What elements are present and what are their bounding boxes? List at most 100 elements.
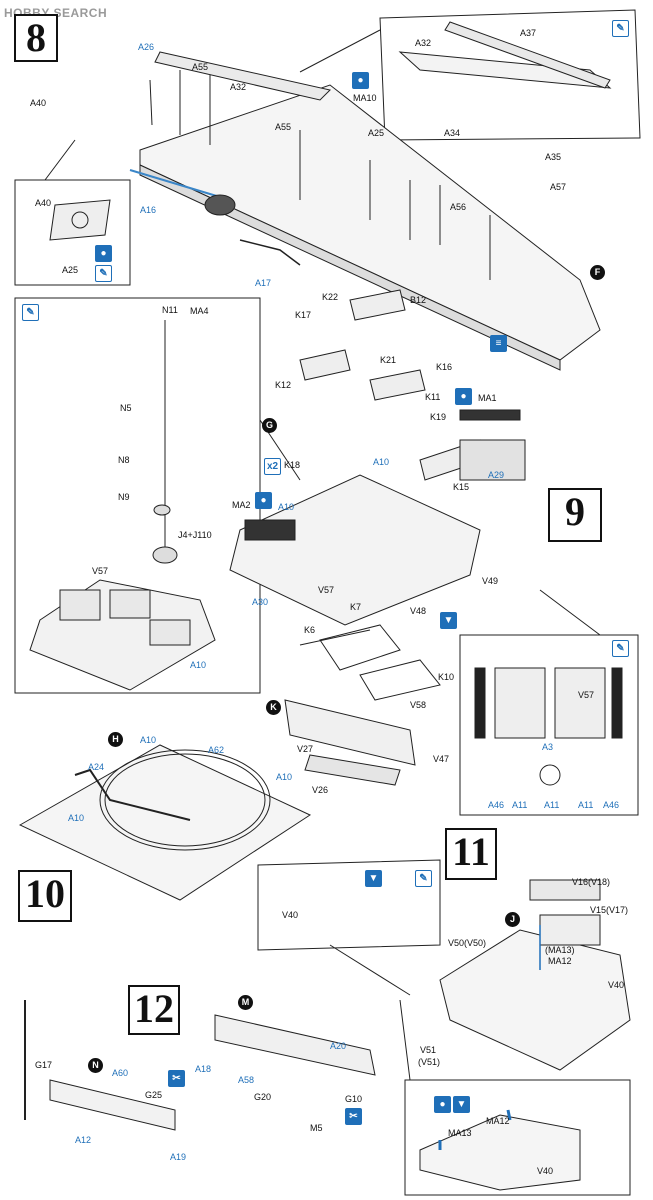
part-label: G20 xyxy=(254,1092,272,1102)
part-label: A12 xyxy=(75,1135,92,1145)
subassembly-m: M xyxy=(238,995,253,1010)
part-label: K15 xyxy=(453,482,470,492)
part-label: A62 xyxy=(208,745,225,755)
part-label: N11 xyxy=(162,305,178,315)
subassembly-k: K xyxy=(266,700,281,715)
clamp-icon: ▼ xyxy=(440,612,457,629)
part-label: V26 xyxy=(312,785,329,795)
part-label: V40 xyxy=(608,980,625,990)
part-label: V50(V50) xyxy=(448,938,487,948)
part-label: A24 xyxy=(88,762,105,772)
quantity-x2-icon: x2 xyxy=(264,458,281,475)
part-label: A58 xyxy=(238,1075,255,1085)
part-label: K19 xyxy=(430,412,447,422)
part-label: K16 xyxy=(436,362,453,372)
part-label: A57 xyxy=(550,182,567,192)
part-label: V58 xyxy=(410,700,427,710)
glue-icon: ● xyxy=(434,1096,451,1113)
part-label: G10 xyxy=(345,1094,363,1104)
rail-a32 xyxy=(154,51,331,101)
brush-icon: ✎ xyxy=(95,265,112,282)
part-label: A60 xyxy=(112,1068,129,1078)
part-label: V40 xyxy=(537,1166,554,1176)
part-label: N5 xyxy=(120,403,132,413)
remove-icon: ✂ xyxy=(168,1070,185,1087)
inset-frame-step11 xyxy=(257,859,441,951)
part-label: MA12 xyxy=(548,956,572,966)
step-number-12: 12 xyxy=(128,985,180,1035)
part-label: N8 xyxy=(118,455,130,465)
part-label: V57 xyxy=(578,690,595,700)
part-label: A25 xyxy=(368,128,385,138)
part-label: V47 xyxy=(433,754,450,764)
brush-icon: ✎ xyxy=(612,640,629,657)
hull-side-b12 xyxy=(139,84,601,361)
subassembly-j: J xyxy=(505,912,520,927)
part-label: (V51) xyxy=(418,1057,441,1067)
part-label: A10 xyxy=(276,772,293,782)
subassembly-g: G xyxy=(262,418,277,433)
part-label: A55 xyxy=(275,122,292,132)
part-label: A26 xyxy=(138,42,155,52)
part-label: A17 xyxy=(255,278,272,288)
part-label: A10 xyxy=(140,735,157,745)
step-number-9: 9 xyxy=(548,488,602,542)
part-label: A34 xyxy=(444,128,461,138)
part-label: K10 xyxy=(438,672,455,682)
part-label: K21 xyxy=(380,355,397,365)
part-label: MA1 xyxy=(478,393,497,403)
part-label: V27 xyxy=(297,744,314,754)
part-label: A11 xyxy=(578,800,594,810)
inset-frame-step8-left xyxy=(14,179,131,286)
part-label: A20 xyxy=(330,1041,347,1051)
part-label: MA10 xyxy=(353,93,377,103)
part-label: MA12 xyxy=(486,1116,510,1126)
engine-deck xyxy=(229,474,481,626)
brush-icon: ✎ xyxy=(612,20,629,37)
part-label: A11 xyxy=(544,800,560,810)
part-label: A32 xyxy=(230,82,247,92)
part-label: MA13 xyxy=(448,1128,472,1138)
glue-icon: ● xyxy=(95,245,112,262)
clamp-icon: ▼ xyxy=(453,1096,470,1113)
part-label: V40 xyxy=(282,910,299,920)
part-label: A3 xyxy=(542,742,554,752)
step-number-8: 8 xyxy=(14,14,58,62)
part-label: A40 xyxy=(30,98,47,108)
part-label: K6 xyxy=(304,625,316,635)
part-label: A18 xyxy=(195,1064,212,1074)
part-label: N9 xyxy=(118,492,130,502)
part-label: A30 xyxy=(252,597,269,607)
hull-floor xyxy=(18,744,312,901)
part-label: V57 xyxy=(318,585,335,595)
part-label: A55 xyxy=(192,62,209,72)
inset-frame-step9-right xyxy=(459,634,639,816)
part-label: K12 xyxy=(275,380,292,390)
part-label: A10 xyxy=(278,502,295,512)
part-label: V48 xyxy=(410,606,427,616)
part-label: A10 xyxy=(190,660,207,670)
part-label: G17 xyxy=(35,1060,53,1070)
part-label: A35 xyxy=(545,152,562,162)
part-label: MA2 xyxy=(232,500,251,510)
part-label: A32 xyxy=(415,38,432,48)
part-label: K22 xyxy=(322,292,339,302)
part-label: V57 xyxy=(92,566,109,576)
subassembly-h: H xyxy=(108,732,123,747)
inset-frame-step12 xyxy=(404,1079,631,1196)
clamp-icon: ▼ xyxy=(365,870,382,887)
inset-frame-step8-top xyxy=(379,9,641,141)
remove-icon: ✂ xyxy=(345,1108,362,1125)
part-label: A46 xyxy=(488,800,505,810)
part-label: A10 xyxy=(373,457,390,467)
part-label: V15(V17) xyxy=(590,905,629,915)
brush-icon: ✎ xyxy=(22,304,39,321)
glue-icon: ● xyxy=(352,72,369,89)
part-label: A40 xyxy=(35,198,52,208)
part-label: A29 xyxy=(488,470,505,480)
part-label: A16 xyxy=(140,205,157,215)
part-label: B12 xyxy=(410,295,427,305)
part-label: K11 xyxy=(425,392,441,402)
rail-a32-inset xyxy=(398,51,612,89)
